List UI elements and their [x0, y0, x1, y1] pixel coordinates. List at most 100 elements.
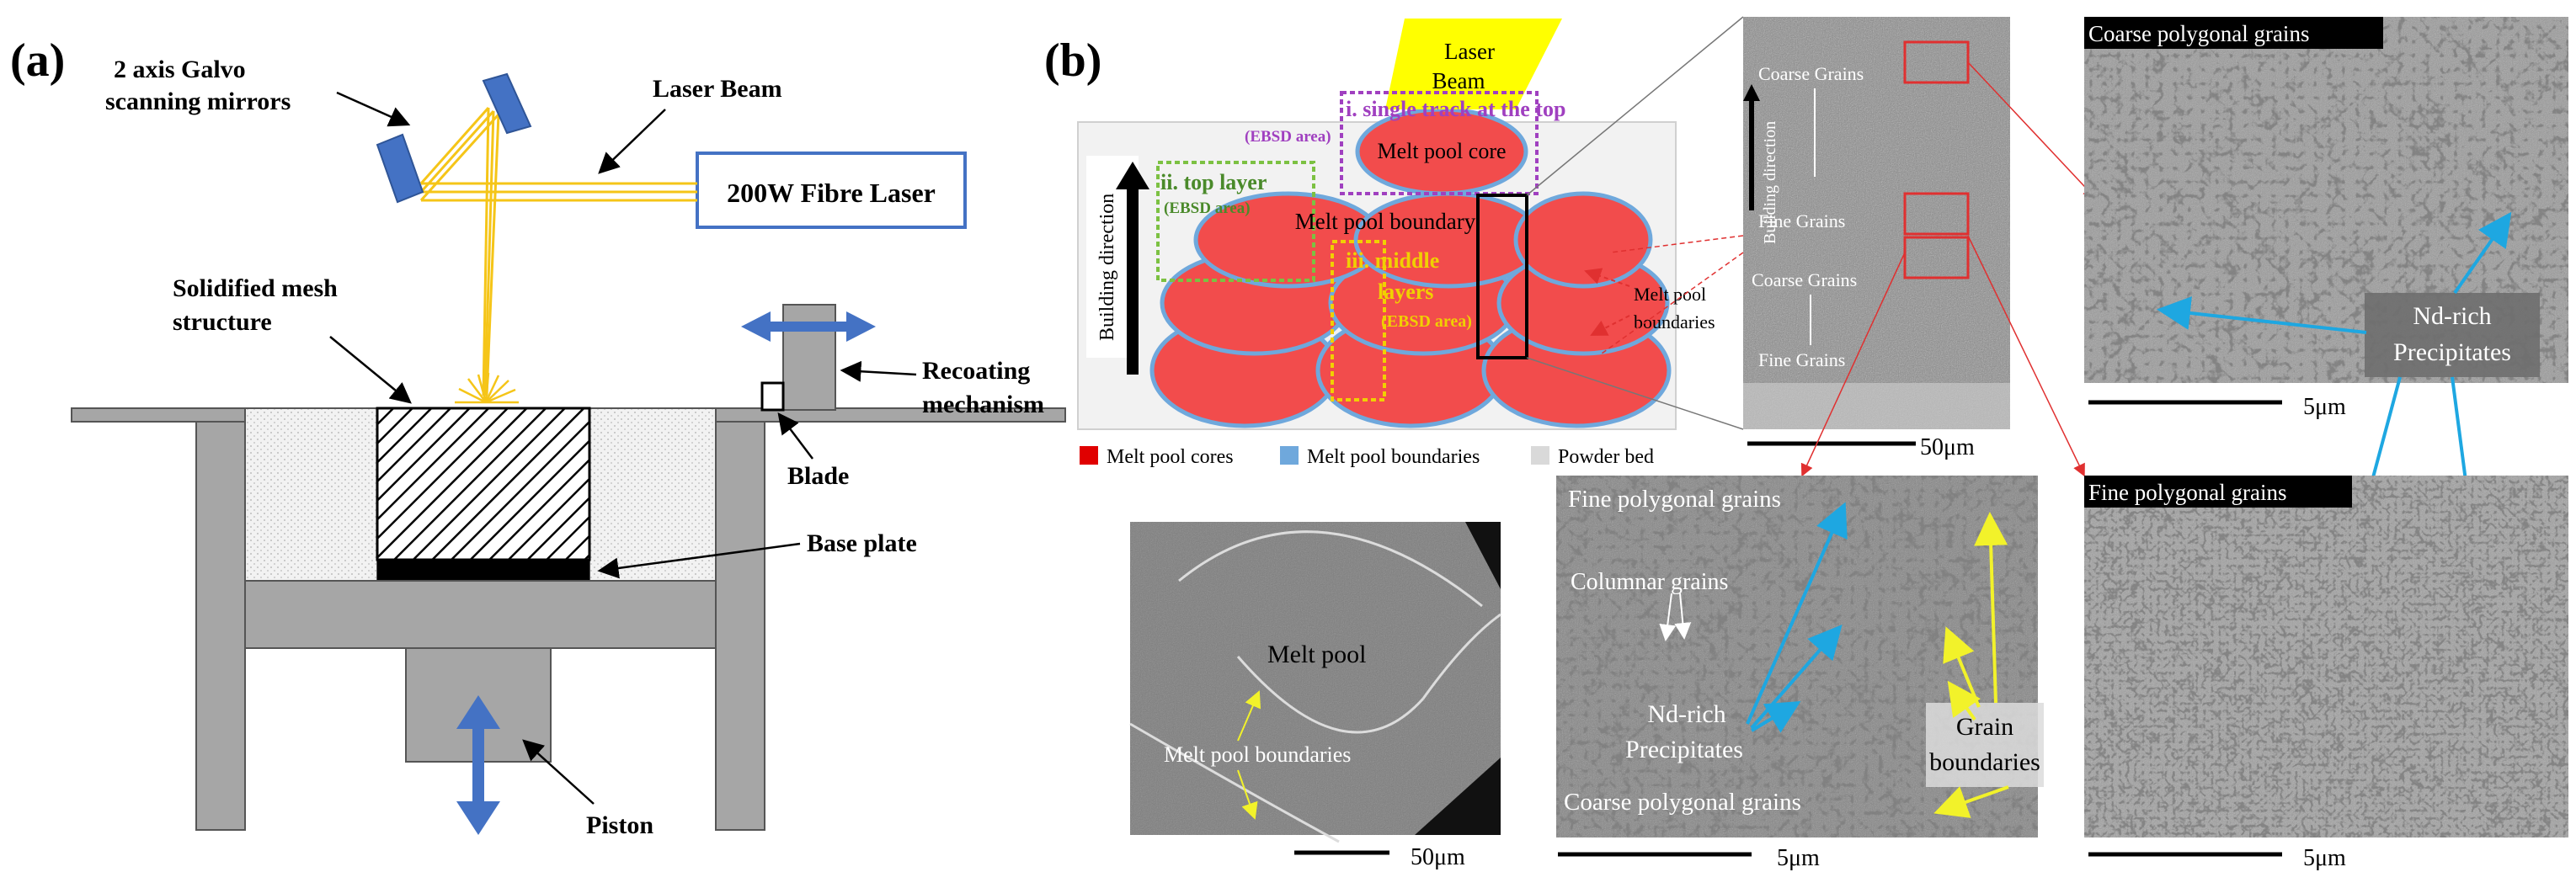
- ebsd-area-top-label: (EBSD area): [1245, 128, 1331, 146]
- recoater-column: [782, 304, 836, 411]
- galvo-label-line1: 2 axis Galvo: [114, 56, 246, 83]
- nd-pointer-2: [2453, 211, 2512, 295]
- base-plate-pointer: [597, 542, 801, 579]
- sem-micro-scale-label: 5μm: [1777, 845, 1820, 871]
- panel-b-label: (b): [1044, 35, 1101, 87]
- fibre-laser-label: 200W Fibre Laser: [727, 178, 936, 208]
- sample-edge-dark: [1465, 522, 1501, 589]
- micro-gb-label-bg: [1926, 703, 2044, 787]
- single-track-label: i. single track at the top: [1346, 97, 1565, 121]
- red-link-2: [1967, 235, 2085, 477]
- sem-strip-coarse-2: Coarse Grains: [1752, 269, 1857, 290]
- laser-beam-label: Laser Beam: [653, 75, 782, 103]
- panel-a-label: (a): [10, 35, 65, 87]
- melt-pool-boundaries-label-line1: Melt pool: [1634, 284, 1706, 305]
- meltpool-arc-1: [1178, 530, 1483, 608]
- laser-beam-label-line2: Beam: [1432, 68, 1485, 93]
- melt-pool: [1513, 191, 1653, 289]
- panel-b: (b) Laser Beam: [1044, 16, 2568, 871]
- sem-fine-panel: Fine polygonal grains 5μm: [2084, 476, 2568, 871]
- ebsd-box-middle-layers: [1331, 240, 1386, 401]
- melt-pool-core-label: Melt pool core: [1377, 139, 1506, 163]
- galvo-pointer: [336, 91, 411, 127]
- sem-strip: Building direction Coarse Grains Fine Gr…: [1743, 17, 2010, 460]
- nd-rich-label-bg: [2365, 293, 2540, 377]
- laser-beam-pointer: [598, 109, 666, 174]
- boundaries-pointer-1: [1584, 268, 1630, 287]
- sem-strip-fine-1: Fine Grains: [1758, 210, 1845, 231]
- left-leg: [195, 421, 246, 831]
- blade-pointer: [777, 412, 813, 460]
- sem-fine-scale-label: 5μm: [2303, 845, 2346, 871]
- powder-bed-right: [589, 407, 717, 582]
- micro-coarse-label: Coarse polygonal grains: [1564, 789, 1801, 816]
- micro-gb-label-line2: boundaries: [1929, 748, 2040, 776]
- piston-arrow: [456, 695, 500, 835]
- meltpool-label: Melt pool: [1267, 641, 1367, 668]
- micro-nd-pointer-1: [1746, 502, 1848, 725]
- panel-a: (a) 200W Fibre Laser: [10, 35, 1066, 839]
- sem-meltpool-panel: Melt pool Melt pool boundaries 50μm: [1129, 522, 1501, 870]
- recoating-label-line2: mechanism: [922, 391, 1044, 418]
- meltpool-arc-3: [1129, 722, 1340, 843]
- sem-strip-direction-label: Building direction: [1761, 121, 1779, 244]
- recoater-arrow: [741, 311, 876, 342]
- solidified-pointer: [329, 336, 412, 404]
- base-plate: [377, 560, 589, 581]
- laser-spot-burst: [455, 372, 519, 404]
- red-link-3: [1800, 252, 1906, 477]
- sem-strip-fine-2: Fine Grains: [1758, 349, 1845, 370]
- meltpool-boundary-pointer-2: [1237, 769, 1258, 820]
- legend: Melt pool cores Melt pool boundaries Pow…: [1080, 446, 1654, 468]
- gb-pointer-3: [1947, 680, 1981, 721]
- sem-micro-panel: Fine polygonal grains Columnar grains Nd…: [1556, 476, 2044, 871]
- sem-strip-scale-label: 50μm: [1920, 434, 1975, 460]
- solidified-mesh: [376, 407, 591, 561]
- sem-coarse-title-bg: [2084, 17, 2383, 49]
- melt-pool-schematic: Laser Beam Building direction i. single …: [1077, 19, 1715, 430]
- melt-pool-boundary-label: Melt pool boundary: [1295, 209, 1476, 234]
- ebsd-area-mid-label: (EBSD area): [1381, 312, 1472, 331]
- sem-fine-title-bg: [2084, 476, 2352, 508]
- top-layer-label: ii. top layer: [1160, 170, 1267, 194]
- legend-label-boundaries: Melt pool boundaries: [1307, 446, 1480, 468]
- galvo-mirror-1: [376, 133, 424, 204]
- solidified-label-line1: Solidified mesh: [173, 274, 338, 302]
- boundary-highlight-box: [1476, 194, 1528, 359]
- micro-nd-label-line1: Nd-rich: [1647, 700, 1725, 728]
- middle-layers-label-line1: iii. middle: [1346, 248, 1439, 273]
- sample-edge-dark-2: [1415, 758, 1501, 835]
- piston-pointer: [522, 739, 595, 805]
- red-link-4: [1609, 235, 1744, 253]
- meltpool-arc-2: [1236, 656, 1425, 734]
- recoating-label-line1: Recoating: [922, 357, 1030, 385]
- ebsd-area-top-layer-label: (EBSD area): [1164, 199, 1251, 217]
- micro-fine-label: Fine polygonal grains: [1568, 486, 1781, 513]
- ebsd-box-top-layer: [1156, 161, 1315, 282]
- piston-platform: [244, 580, 717, 649]
- legend-swatch-powder: [1531, 446, 1549, 465]
- sem-strip-box-mid: [1903, 192, 1970, 236]
- gb-pointer-4: [1933, 785, 2009, 818]
- gb-pointer-1: [1974, 512, 2008, 704]
- zoom-line-top: [1526, 16, 1744, 196]
- sem-coarse-panel: Coarse polygonal grains Nd-rich Precipit…: [2084, 17, 2568, 584]
- building-direction-arrowhead: [1116, 162, 1149, 189]
- legend-swatch-cores: [1080, 446, 1098, 465]
- sem-fine-title: Fine polygonal grains: [2088, 480, 2286, 505]
- red-link-1: [1967, 61, 2097, 199]
- laser-beam-label-line1: Laser: [1444, 39, 1495, 64]
- galvo-label-line2: scanning mirrors: [105, 88, 291, 115]
- piston-label: Piston: [586, 811, 653, 839]
- sem-strip-coarse-1: Coarse Grains: [1758, 63, 1864, 84]
- legend-label-cores: Melt pool cores: [1107, 446, 1234, 468]
- micro-nd-label-line2: Precipitates: [1625, 736, 1743, 763]
- nd-rich-label-line1: Nd-rich: [2413, 302, 2491, 330]
- micro-gb-label-line1: Grain: [1956, 713, 2013, 741]
- sem-strip-box-low: [1903, 236, 1970, 279]
- nd-rich-label-line2: Precipitates: [2393, 338, 2511, 366]
- columnar-pointer-1: [1659, 593, 1677, 641]
- meltpool-boundaries-label: Melt pool boundaries: [1164, 742, 1351, 767]
- sem-coarse-scale-label: 5μm: [2303, 394, 2346, 420]
- columnar-pointer-2: [1674, 593, 1692, 640]
